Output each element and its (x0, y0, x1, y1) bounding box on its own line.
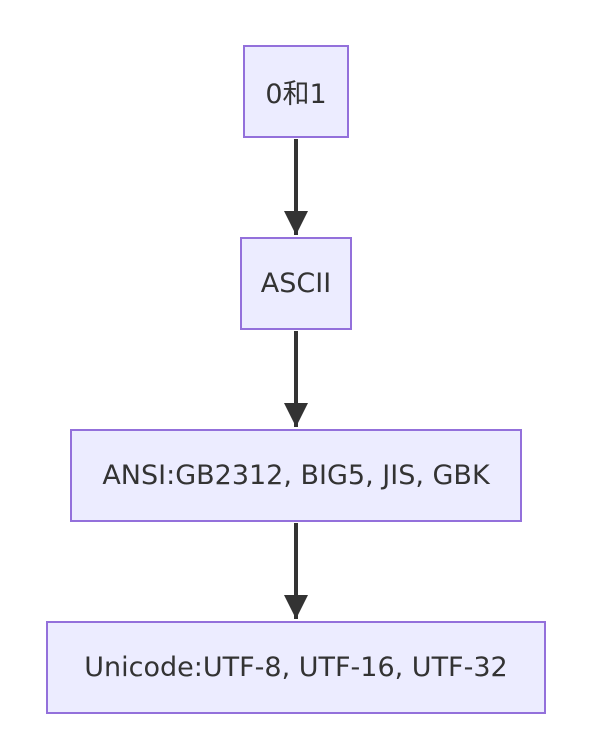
node-ansi-label: ANSI:GB2312, BIG5, JIS, GBK (102, 460, 490, 491)
node-binary-label: 0和1 (265, 79, 327, 110)
node-ansi: ANSI:GB2312, BIG5, JIS, GBK (70, 429, 522, 522)
node-ascii: ASCII (240, 237, 352, 330)
node-unicode: Unicode:UTF-8, UTF-16, UTF-32 (46, 621, 546, 714)
node-binary: 0和1 (243, 45, 349, 138)
node-unicode-label: Unicode:UTF-8, UTF-16, UTF-32 (84, 652, 508, 683)
node-ascii-label: ASCII (260, 268, 332, 299)
